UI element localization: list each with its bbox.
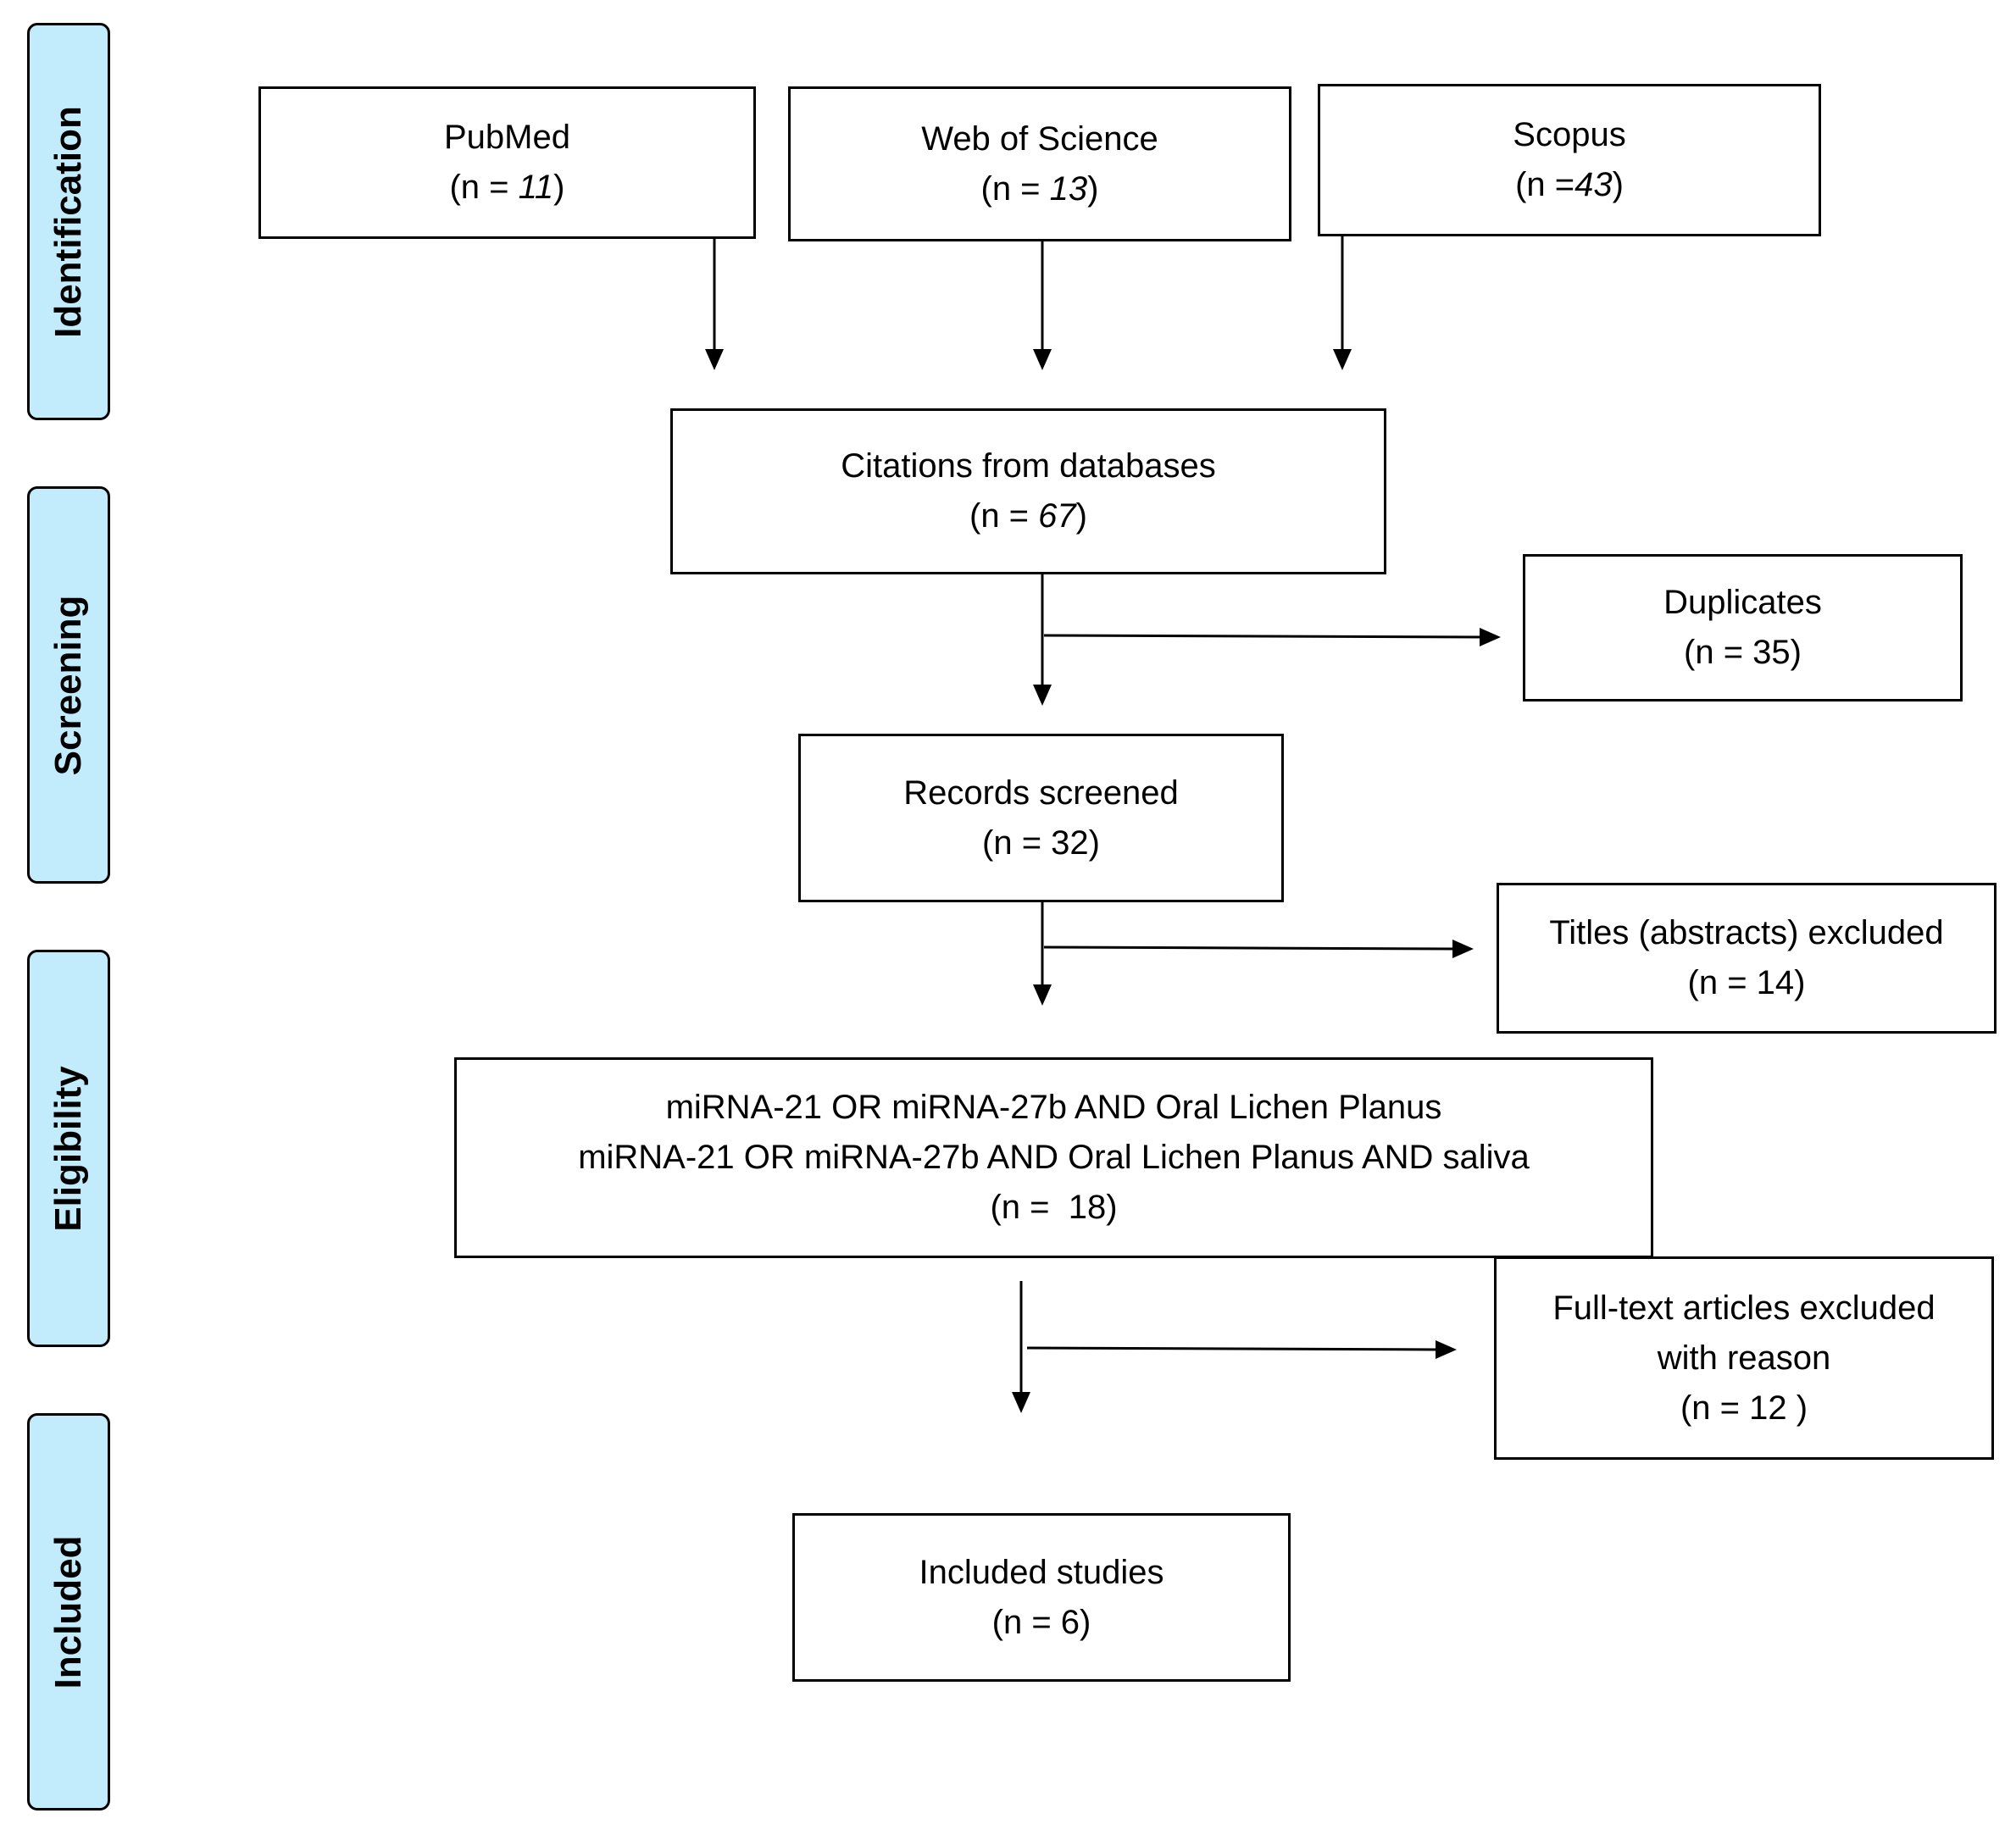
box-duplicates-count: (n = 35) [1684,634,1802,671]
stage-included: Included [27,1413,110,1811]
arrowhead-eligibility [1012,1392,1030,1413]
box-included-title: Included studies [919,1553,1164,1591]
box-titles-excluded-title: Titles (abstracts) excluded [1549,914,1944,951]
box-eligibility-line1: miRNA-21 OR miRNA-27b AND Oral Lichen Pl… [665,1089,1442,1126]
box-pubmed: PubMed (n = 11) [258,86,756,239]
arrowhead-screened [1033,984,1052,1006]
box-citations-title: Citations from databases [841,447,1216,485]
box-citations-count: (n = 67) [969,497,1087,535]
arrowhead-fulltext-excluded [1436,1340,1457,1359]
box-wos-title: Web of Science [921,119,1158,158]
box-scopus: Scopus (n =43) [1318,84,1821,236]
box-pubmed-title: PubMed [444,119,570,156]
box-scopus-count: (n =43) [1515,166,1624,203]
box-duplicates-title: Duplicates [1663,584,1822,621]
box-fulltext-count: (n = 12 ) [1680,1389,1808,1427]
arrowhead-citations [1033,685,1052,706]
box-citations: Citations from databases (n = 67) [670,408,1386,574]
box-included-count: (n = 6) [991,1603,1091,1641]
box-included-studies: Included studies (n = 6) [792,1513,1291,1682]
arrowhead-titles-excluded [1452,940,1474,958]
arrowhead-duplicates [1480,628,1501,646]
stage-label-included: Included [47,1535,89,1689]
stage-identification: Identification [27,23,110,420]
box-scopus-title: Scopus [1513,116,1626,153]
box-titles-excluded: Titles (abstracts) excluded (n = 14) [1497,883,1997,1034]
arrow-to-duplicates [1043,634,1484,639]
box-duplicates: Duplicates (n = 35) [1523,554,1963,701]
box-fulltext-line2: with reason [1657,1339,1831,1377]
box-eligibility: miRNA-21 OR miRNA-27b AND Oral Lichen Pl… [454,1057,1653,1258]
box-eligibility-line2: miRNA-21 OR miRNA-27b AND Oral Lichen Pl… [578,1139,1530,1176]
box-fulltext-excluded: Full-text articles excluded with reason … [1494,1256,1994,1460]
box-web-of-science: Web of Science (n = 13) [788,86,1291,241]
box-records-screened: Records screened (n = 32) [798,734,1284,902]
arrow-to-fulltext-excluded [1026,1346,1440,1351]
box-fulltext-line1: Full-text articles excluded [1552,1289,1935,1327]
arrowhead-scopus [1333,349,1352,370]
box-screened-count: (n = 32) [982,823,1100,862]
box-eligibility-count: (n = 18) [990,1189,1118,1226]
stage-screening: Screening [27,486,110,884]
box-screened-title: Records screened [903,774,1179,812]
box-titles-excluded-count: (n = 14) [1687,964,1806,1001]
box-wos-count: (n = 13) [980,169,1099,208]
arrow-to-titles-excluded [1043,945,1457,951]
arrowhead-wos [1033,349,1052,370]
arrowhead-pubmed [705,349,724,370]
stage-eligibility: Eligibility [27,950,110,1347]
stage-label-screening: Screening [47,595,89,775]
stage-label-identification: Identification [47,105,89,338]
stage-label-eligibility: Eligibility [47,1065,89,1232]
box-pubmed-count: (n = 11) [449,169,565,206]
